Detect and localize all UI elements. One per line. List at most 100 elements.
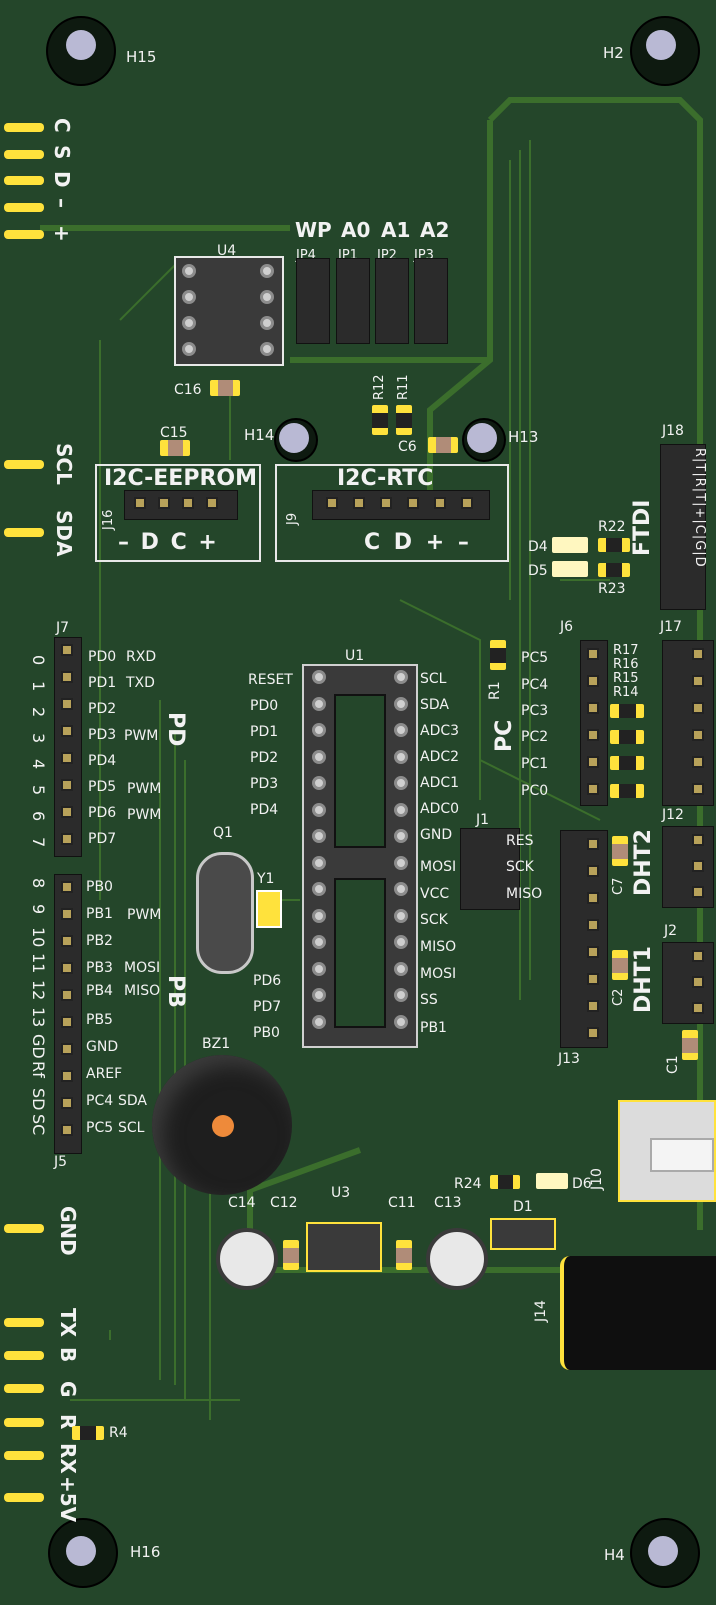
cap-c6	[428, 437, 458, 453]
j5-pin-8: PC4	[86, 1093, 114, 1109]
j5-num-1: 9	[29, 904, 48, 915]
resistor-r11-label: R11	[396, 374, 411, 400]
j5-num-7: Rf	[29, 1061, 48, 1078]
buzzer-bz1	[152, 1055, 292, 1195]
edge-label-scl: SCL	[52, 443, 76, 485]
cap-c6-label: C6	[398, 439, 417, 455]
edge-pad	[4, 1318, 44, 1327]
j7-num-7: 7	[29, 837, 48, 848]
led-d4	[552, 537, 588, 553]
header-pin	[587, 648, 599, 660]
resistor-r14-label: R14	[613, 685, 639, 700]
jumper-label-wp: WP	[295, 218, 332, 242]
header-j17	[662, 640, 714, 806]
mounting-hole-h16	[50, 1520, 116, 1586]
header-pin	[61, 833, 73, 845]
header-pin	[587, 1000, 599, 1012]
mcu-left-11: PD7	[253, 999, 282, 1015]
header-pin	[61, 1070, 73, 1082]
j7-func-5: PWM	[127, 781, 162, 797]
resistor-r17-label: R17	[613, 643, 639, 658]
mcu-pin	[394, 802, 408, 817]
mcu-pin	[312, 829, 326, 843]
port-label-pd: PD	[163, 712, 188, 747]
mcu-ref: U1	[345, 648, 365, 664]
mcu-pin	[394, 670, 408, 684]
header-pin	[692, 756, 704, 768]
j2-ref: J2	[664, 923, 678, 939]
ftdi-title: FTDI	[630, 499, 655, 556]
mcu-pin	[312, 882, 326, 896]
mcu-pin	[312, 670, 326, 684]
mcu-pin	[312, 935, 326, 949]
j7-pin-4: PD4	[88, 753, 117, 769]
header-pin	[587, 946, 599, 958]
j7-pin-3: PD3	[88, 727, 117, 743]
edge-pad	[4, 1351, 44, 1360]
rtc-connector-box	[275, 464, 509, 562]
j5-pin-3: PB3	[86, 960, 113, 976]
usb-connector-j10	[618, 1100, 716, 1202]
j5-num-3: 11	[29, 953, 48, 974]
resistor-r14	[610, 704, 644, 718]
header-pin	[587, 729, 599, 741]
regulator-u3	[306, 1222, 382, 1272]
jumper-label-a0: A0	[341, 218, 371, 242]
header-j6	[580, 640, 608, 806]
cap-c13	[426, 1228, 488, 1290]
cap-c14-label: C14	[228, 1195, 256, 1211]
j5-num-4: 12	[29, 980, 48, 1001]
cap-c15-label: C15	[160, 425, 188, 441]
cap-c12-label: C12	[270, 1195, 298, 1211]
j12-ref: J12	[662, 807, 684, 823]
edge-label-gnd: GND	[56, 1206, 80, 1256]
cap-c2	[612, 950, 628, 980]
header-pin	[61, 1016, 73, 1028]
j6-ref: J6	[560, 619, 574, 635]
resistor-r22-label: R22	[598, 519, 626, 535]
resistor-r12	[372, 405, 388, 435]
j7-pin-1: PD1	[88, 675, 117, 691]
j1-pin-2: MISO	[506, 886, 543, 902]
j7-num-1: 1	[29, 681, 48, 692]
cap-c12	[283, 1240, 299, 1270]
hole-label-h13: H13	[508, 428, 539, 446]
eeprom-ref: U4	[217, 243, 237, 259]
header-pin	[134, 497, 146, 509]
edge-pad	[4, 176, 44, 185]
j5-num-6: GD	[29, 1034, 48, 1059]
header-pin	[61, 725, 73, 737]
mcu-right-13: PB1	[420, 1020, 447, 1036]
header-pin	[61, 1097, 73, 1109]
j5-pin-1: PB1	[86, 906, 113, 922]
eeprom-pin-labels: – D C +	[118, 530, 217, 555]
edge-label-plus: +	[50, 225, 74, 242]
j5-ref: J5	[54, 1154, 68, 1170]
mcu-pin	[312, 723, 326, 737]
mcu-pin	[312, 696, 326, 711]
q1-label: Q1	[213, 825, 233, 841]
resistor-r24	[490, 1175, 520, 1189]
j1-pin-0: RES	[506, 833, 534, 849]
edge-pad	[4, 460, 44, 469]
edge-pad	[4, 230, 44, 239]
mcu-pin	[394, 935, 408, 949]
diode-d1	[490, 1218, 556, 1250]
jumper-jp1	[336, 258, 370, 344]
edge-label-g: G	[56, 1381, 80, 1398]
port-label-pb: PB	[163, 975, 188, 1008]
edge-label-b: B	[56, 1347, 80, 1363]
hole-label-h16: H16	[130, 1543, 161, 1561]
j7-num-4: 4	[29, 759, 48, 770]
j5-func-3: MOSI	[124, 960, 161, 976]
header-pin	[692, 702, 704, 714]
j5-pin-6: GND	[86, 1039, 119, 1055]
header-pin	[692, 648, 704, 660]
mcu-right-6: GND	[420, 827, 453, 843]
j5-num-9: SC	[29, 1114, 48, 1136]
led-d5-label: D5	[528, 563, 548, 579]
header-pin	[587, 1027, 599, 1039]
hole-label-h2: H2	[603, 44, 624, 62]
j6-pin-3: PC2	[521, 729, 549, 745]
